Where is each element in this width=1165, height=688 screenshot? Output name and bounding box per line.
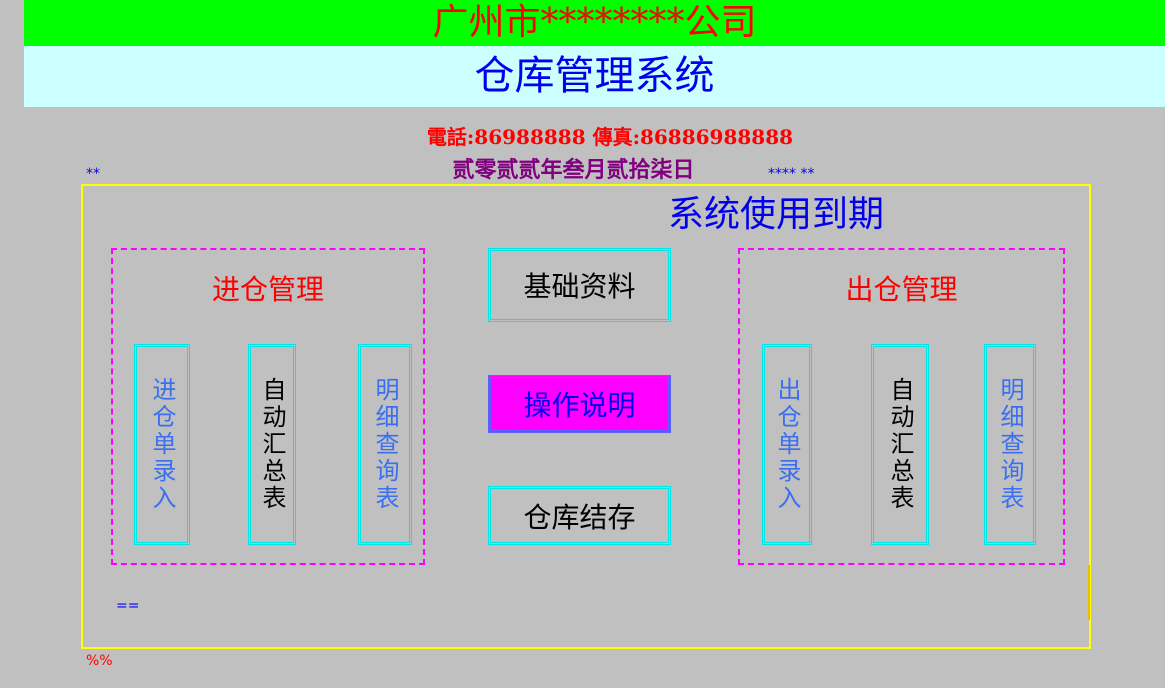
inbound-detail-query-button[interactable]: 明细查询表 xyxy=(358,344,412,545)
inbound-group: 进仓管理 xyxy=(111,248,425,565)
outbound-group: 出仓管理 xyxy=(738,248,1065,565)
marker-percent: %% xyxy=(86,653,113,669)
inbound-summary-button[interactable]: 自动汇总表 xyxy=(248,344,296,545)
outbound-entry-button[interactable]: 出仓单录入 xyxy=(762,344,812,545)
outbound-summary-button[interactable]: 自动汇总表 xyxy=(871,344,929,545)
warehouse-stock-button[interactable]: 仓库结存 xyxy=(488,486,671,545)
basic-data-button[interactable]: 基础资料 xyxy=(488,248,671,322)
marker-equals: == xyxy=(116,598,140,614)
inbound-group-title: 进仓管理 xyxy=(211,273,324,306)
instructions-button[interactable]: 操作说明 xyxy=(488,375,671,433)
outbound-detail-query-button[interactable]: 明细查询表 xyxy=(984,344,1036,545)
system-title-banner: 仓库管理系统 xyxy=(24,46,1165,107)
current-date: 贰零贰贰年叁月贰拾柒日 xyxy=(452,157,695,183)
frame-edge-mark xyxy=(1088,565,1090,620)
contact-info: 電話:86988888 傳真:86886988888 xyxy=(426,125,794,149)
marker-top-right: **** ** xyxy=(768,166,815,182)
outbound-group-title: 出仓管理 xyxy=(845,273,958,306)
inbound-entry-button[interactable]: 进仓单录入 xyxy=(134,344,190,545)
main-panel-frame xyxy=(81,184,1091,649)
company-name-banner: 广州市********公司 xyxy=(24,0,1165,46)
marker-top-left: ** xyxy=(86,166,100,182)
system-expired-notice: 系统使用到期 xyxy=(668,194,885,235)
